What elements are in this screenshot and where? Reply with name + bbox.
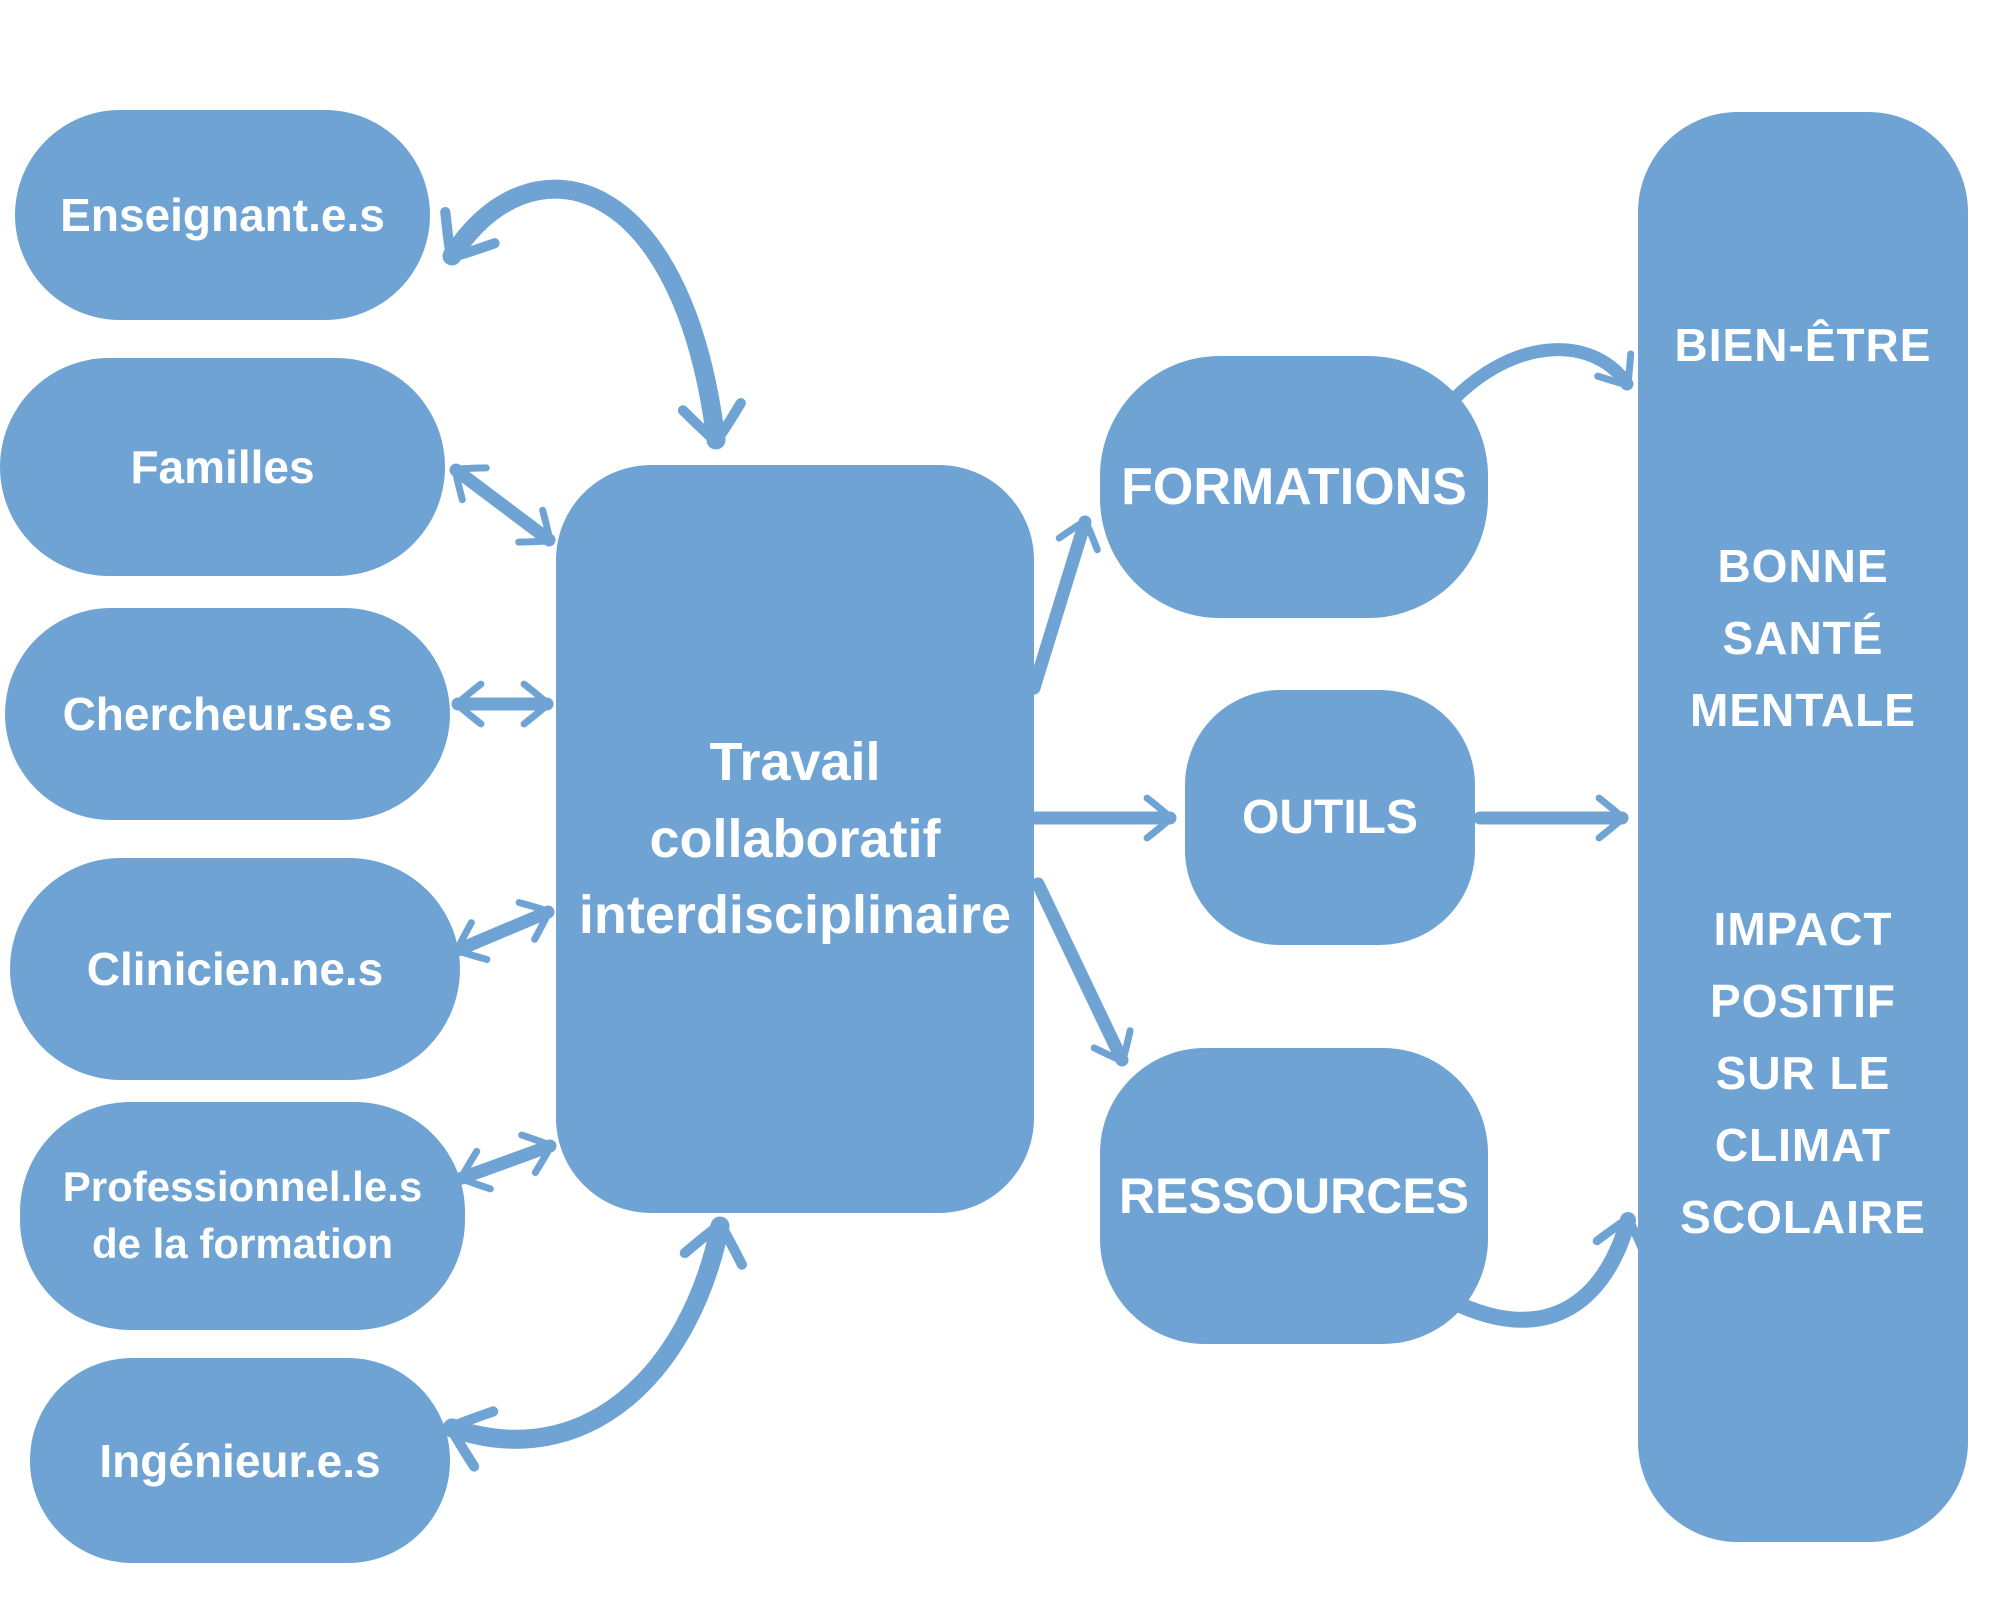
node-formations-label: FORMATIONS [1121, 458, 1467, 516]
node-chercheurs-label: Chercheur.se.s [62, 688, 393, 740]
node-enseignants: Enseignant.e.s [15, 110, 430, 320]
node-travail-line1: Travail [709, 731, 881, 792]
outcome-positif: POSITIF [1710, 975, 1896, 1027]
arrow-travail-formations [1027, 515, 1101, 695]
outcome-sur-le: SUR LE [1715, 1047, 1891, 1099]
outcome-impact: IMPACT [1713, 903, 1893, 955]
node-ingenieurs: Ingénieur.e.s [30, 1358, 450, 1563]
arrow-cliniciens-travail [451, 899, 555, 963]
node-ressources-label: RESSOURCES [1118, 1168, 1470, 1224]
node-outils-label: OUTILS [1242, 791, 1418, 844]
node-professionnels-line1: Professionnel.le.s [62, 1163, 423, 1211]
node-enseignants-label: Enseignant.e.s [60, 189, 385, 241]
arrow-ingenieurs-travail [442, 1216, 747, 1472]
outcome-bien-etre: BIEN-ÊTRE [1674, 319, 1932, 371]
node-cliniciens-label: Clinicien.ne.s [86, 943, 384, 995]
node-chercheurs: Chercheur.se.s [5, 608, 450, 820]
node-ressources: RESSOURCES [1100, 1048, 1488, 1344]
outcome-group-sante-mentale: BONNE SANTÉ MENTALE [1638, 530, 1968, 746]
arrow-enseignants-travail [440, 179, 746, 450]
node-familles-label: Familles [130, 441, 315, 493]
node-ingenieurs-label: Ingénieur.e.s [99, 1434, 381, 1487]
node-professionnels-formation: Professionnel.le.s de la formation [20, 1102, 465, 1330]
node-cliniciens: Clinicien.ne.s [10, 858, 460, 1080]
node-professionnels-line2: de la formation [91, 1220, 394, 1267]
outcome-group-climat-scolaire: IMPACT POSITIF SUR LE CLIMAT SCOLAIRE [1638, 893, 1968, 1253]
node-familles: Familles [0, 358, 445, 576]
node-travail-line2: collaboratif [649, 808, 941, 869]
outcome-climat: CLIMAT [1714, 1119, 1892, 1171]
outcome-bonne: BONNE [1717, 540, 1889, 592]
arrow-formations-outcomes [1448, 343, 1635, 405]
node-formations: FORMATIONS [1100, 356, 1488, 618]
arrow-familles-travail [449, 463, 556, 547]
outcome-sante: SANTÉ [1722, 612, 1884, 664]
node-travail-line3: interdisciplinaire [578, 885, 1012, 946]
outcome-mentale: MENTALE [1690, 684, 1916, 736]
arrow-ressources-outcomes [1434, 1212, 1649, 1328]
outcome-scolaire: SCOLAIRE [1680, 1191, 1926, 1243]
outcome-group-bien-etre: BIEN-ÊTRE [1638, 309, 1968, 381]
arrow-travail-ressources [1031, 877, 1134, 1067]
node-outils: OUTILS [1185, 690, 1475, 945]
node-outcomes: BIEN-ÊTRE BONNE SANTÉ MENTALE IMPACT POS… [1638, 112, 1968, 1542]
node-travail-collaboratif: Travail collaboratif interdisciplinaire [556, 465, 1034, 1213]
arrow-professionnels-travail [455, 1131, 557, 1193]
